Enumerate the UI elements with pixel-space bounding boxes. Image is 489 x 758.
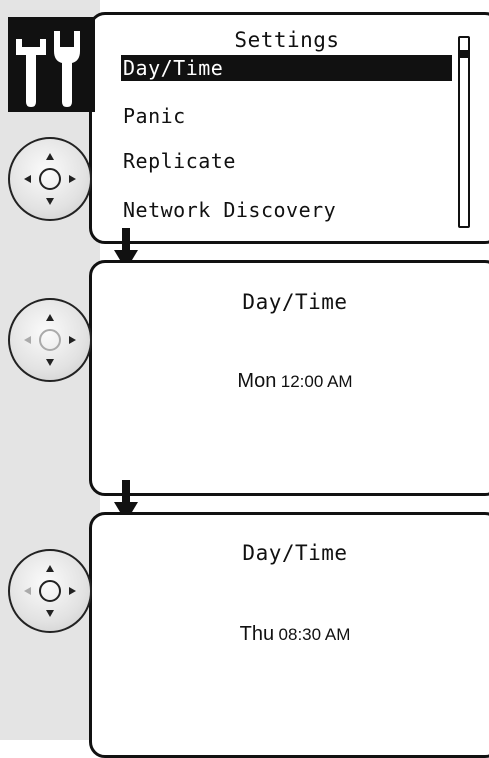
time-value[interactable]: 08:30 AM [278, 625, 351, 644]
daytime-screen-1: Day/Time Mon 12:00 AM [89, 260, 489, 496]
time-value[interactable]: 12:00 AM [280, 372, 353, 391]
daytime-screen-2: Day/Time Thu 08:30 AM [89, 512, 489, 758]
dpad-icon[interactable] [8, 549, 92, 633]
dpad-icon[interactable] [8, 137, 92, 221]
dpad-arrows-icon [24, 153, 76, 205]
day-value[interactable]: Mon [237, 370, 277, 392]
wrench-screwdriver-icon [16, 31, 80, 107]
day-value[interactable]: Thu [239, 623, 275, 645]
menu-item-network-discovery[interactable]: Network Discovery [123, 198, 337, 222]
menu-item-day-time[interactable]: Day/Time [121, 55, 452, 81]
daytime-title: Day/Time [242, 541, 348, 565]
dpad-arrows-icon [24, 565, 76, 617]
menu-item-panic[interactable]: Panic [123, 104, 186, 128]
settings-title: Settings [234, 28, 340, 52]
dpad-icon[interactable] [8, 298, 92, 382]
tools-icon [8, 17, 95, 112]
scrollbar[interactable] [458, 36, 470, 228]
datetime-display: Mon 12:00 AM [92, 370, 489, 393]
dpad-arrows-icon [24, 314, 76, 366]
datetime-display: Thu 08:30 AM [92, 623, 489, 646]
settings-screen: Settings Day/Time Panic Replicate Networ… [89, 12, 489, 244]
daytime-title: Day/Time [242, 290, 348, 314]
scroll-thumb[interactable] [460, 50, 468, 58]
menu-item-replicate[interactable]: Replicate [123, 149, 236, 173]
